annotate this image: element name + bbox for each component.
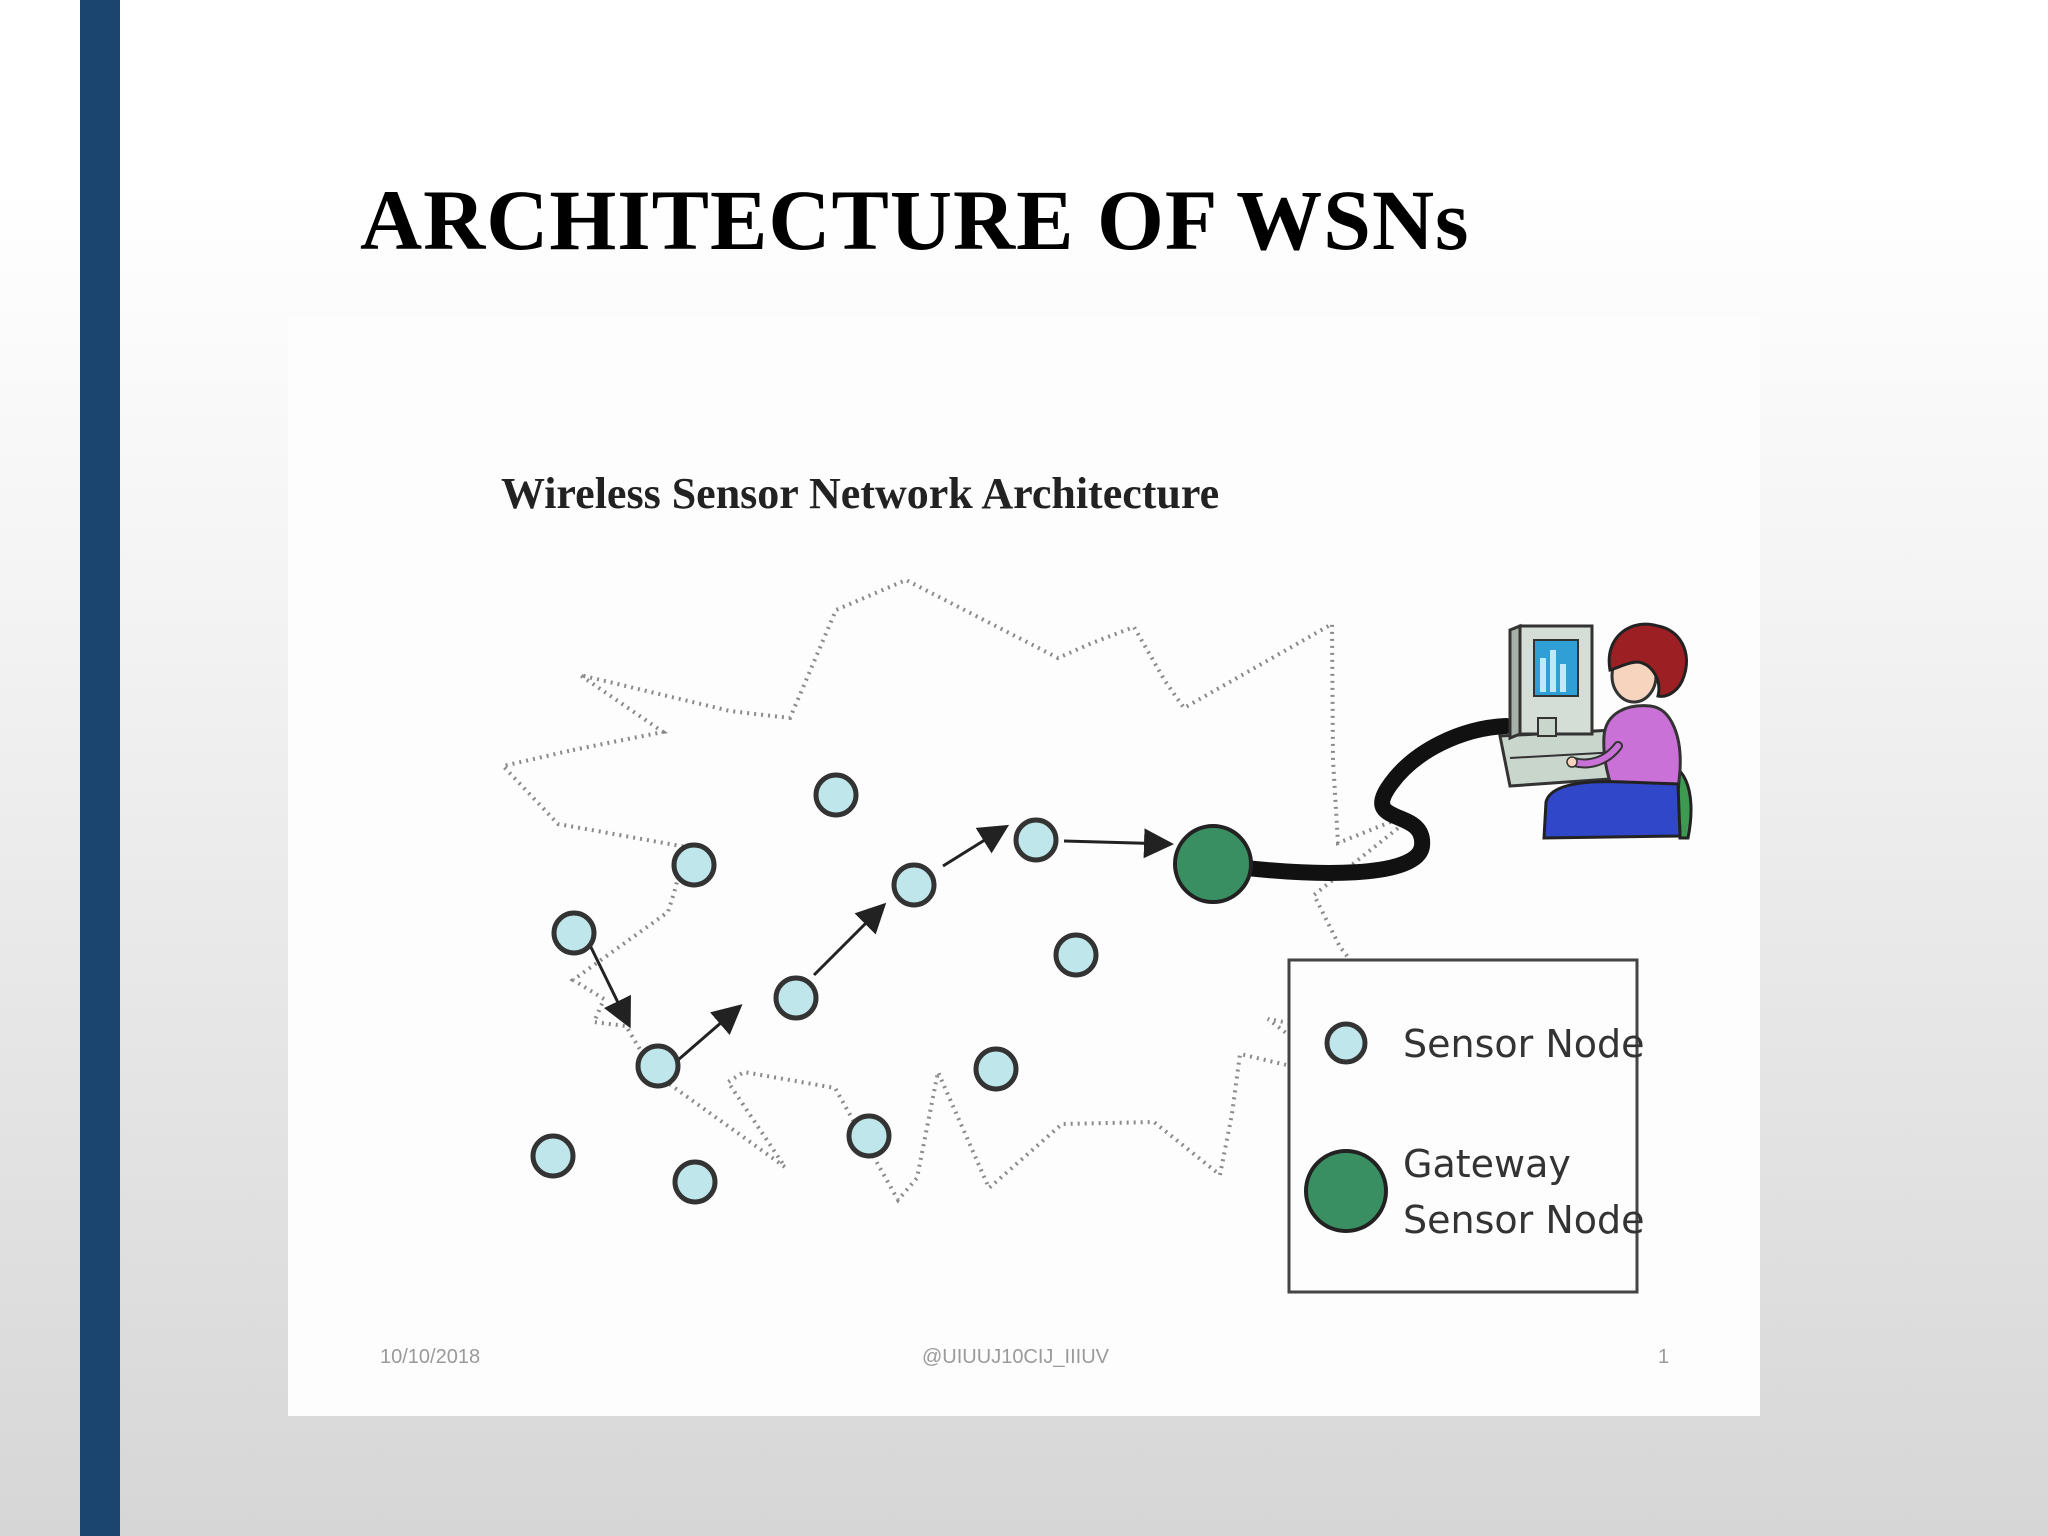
sensor-node	[773, 975, 819, 1021]
route-arrow-4	[942, 824, 1010, 868]
sensor-node	[551, 910, 597, 956]
route-arrow-2	[677, 1004, 743, 1062]
legend-sensor-node-icon	[1324, 1021, 1368, 1065]
gateway-cable	[1205, 718, 1514, 881]
legend-gateway-label-line2: Sensor Node	[1403, 1198, 1645, 1242]
sensor-node	[1053, 932, 1099, 978]
slide-title: ARCHITECTURE OF WSNs	[360, 172, 1470, 268]
sensor-nodes	[530, 772, 1099, 1205]
sensor-node	[635, 1043, 681, 1089]
network-boundary	[499, 577, 1425, 1204]
computer-icon	[1508, 623, 1594, 741]
gateway-node	[1173, 824, 1253, 904]
sensor-node	[891, 862, 937, 908]
left-accent-bar	[80, 0, 120, 1536]
wsn-architecture-figure: Wireless Sensor Network Architecture Sen…	[288, 318, 1760, 1416]
sensor-node	[1013, 817, 1059, 863]
footer-center-text: @UIUUJ10CIJ_IIIUV	[922, 1346, 1110, 1368]
sensor-node	[671, 842, 717, 888]
figure-title: Wireless Sensor Network Architecture	[501, 469, 1220, 518]
legend-box	[1287, 958, 1639, 1294]
sensor-node	[846, 1113, 892, 1159]
sensor-node	[973, 1046, 1019, 1092]
sensor-node	[672, 1159, 718, 1205]
sensor-node	[530, 1133, 576, 1179]
legend-sensor-node-label: Sensor Node	[1403, 1022, 1645, 1066]
legend-gateway-label-line1: Gateway	[1403, 1142, 1571, 1186]
route-arrow-5	[1063, 828, 1174, 859]
routing-path	[582, 824, 1174, 1062]
footer-page-number: 1	[1658, 1346, 1670, 1368]
route-arrow-1	[582, 932, 631, 1029]
user-at-computer-icon	[1498, 622, 1693, 840]
wsn-diagram	[499, 577, 1693, 1294]
route-arrow-3	[812, 902, 887, 977]
sensor-node	[813, 772, 859, 818]
footer-date: 10/10/2018	[380, 1346, 481, 1368]
legend-gateway-node-icon	[1304, 1149, 1388, 1233]
